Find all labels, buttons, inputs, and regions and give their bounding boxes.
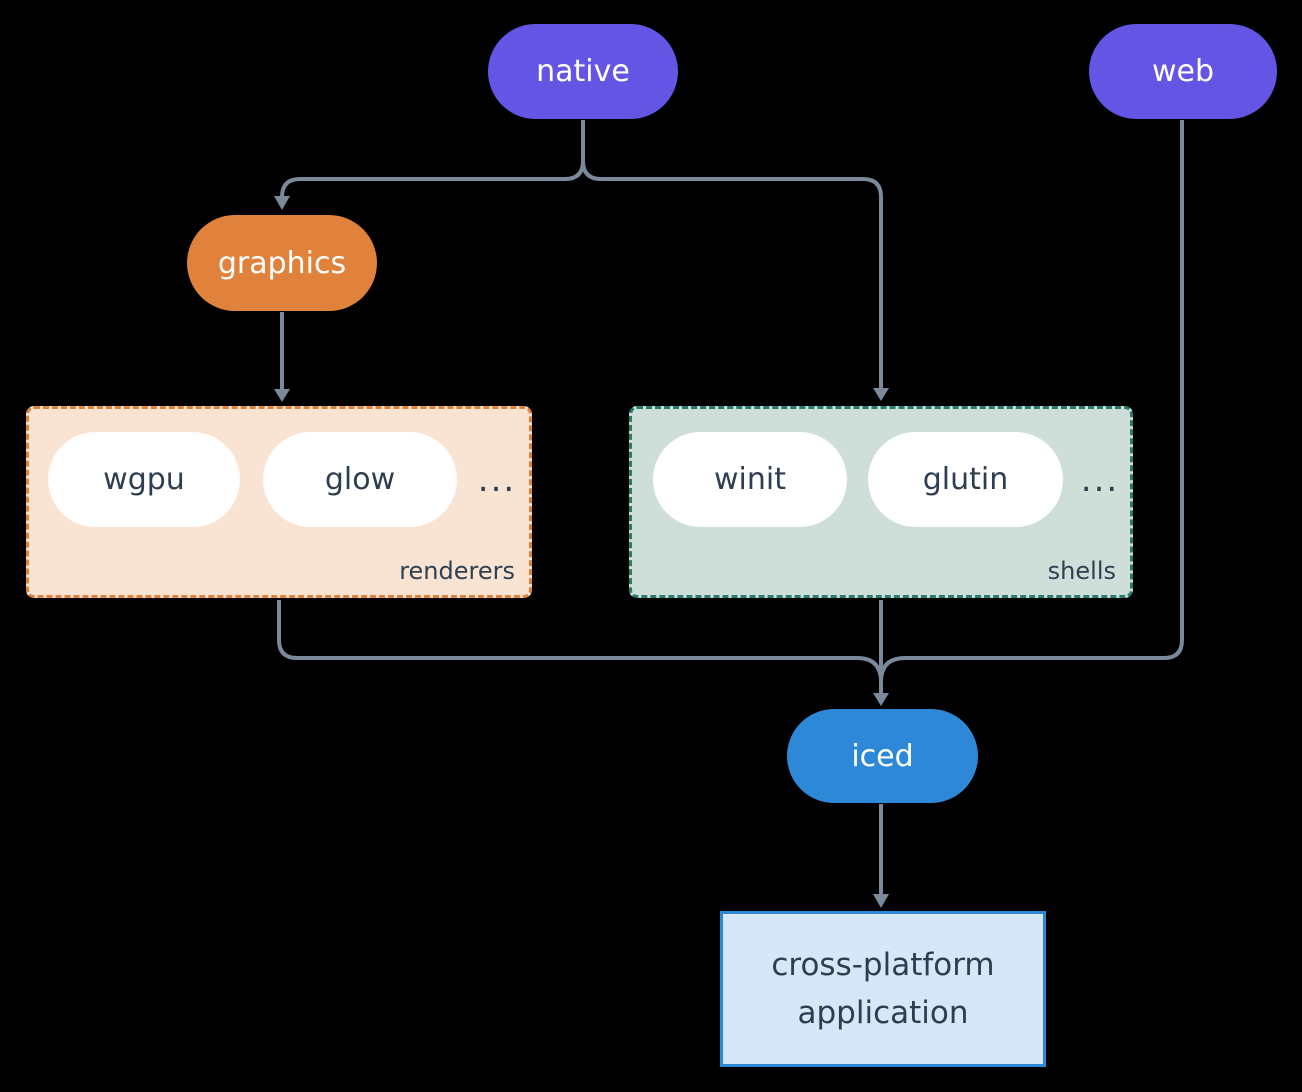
renderers-group-label: renderers — [399, 557, 515, 585]
node-application: cross-platform application — [720, 911, 1046, 1067]
node-web: web — [1089, 24, 1277, 119]
renderers-ellipsis: ... — [477, 460, 517, 500]
application-label-line2: application — [797, 995, 969, 1031]
shells-ellipsis: ... — [1080, 460, 1120, 500]
edge-web-merge — [879, 120, 1184, 683]
edge-renderers-merge — [277, 600, 883, 683]
node-glow: glow — [263, 432, 457, 527]
node-wgpu: wgpu — [48, 432, 240, 527]
group-renderers: wgpu glow ... renderers — [26, 406, 532, 598]
arrowhead-renderers — [274, 389, 290, 402]
shells-group-label: shells — [1047, 557, 1116, 585]
arrowhead-iced — [873, 693, 889, 706]
node-glutin: glutin — [868, 432, 1063, 527]
group-shells: winit glutin ... shells — [629, 406, 1133, 598]
application-label-line1: cross-platform — [771, 947, 995, 983]
arrowhead-graphics — [274, 196, 290, 210]
arrowhead-application — [873, 894, 889, 908]
node-native: native — [488, 24, 678, 119]
edge-native-graphics — [280, 160, 585, 198]
node-iced: iced — [787, 709, 978, 803]
edge-native-shells — [581, 160, 883, 389]
node-graphics: graphics — [187, 215, 377, 311]
node-winit: winit — [653, 432, 847, 527]
arrowhead-shells — [873, 388, 889, 401]
